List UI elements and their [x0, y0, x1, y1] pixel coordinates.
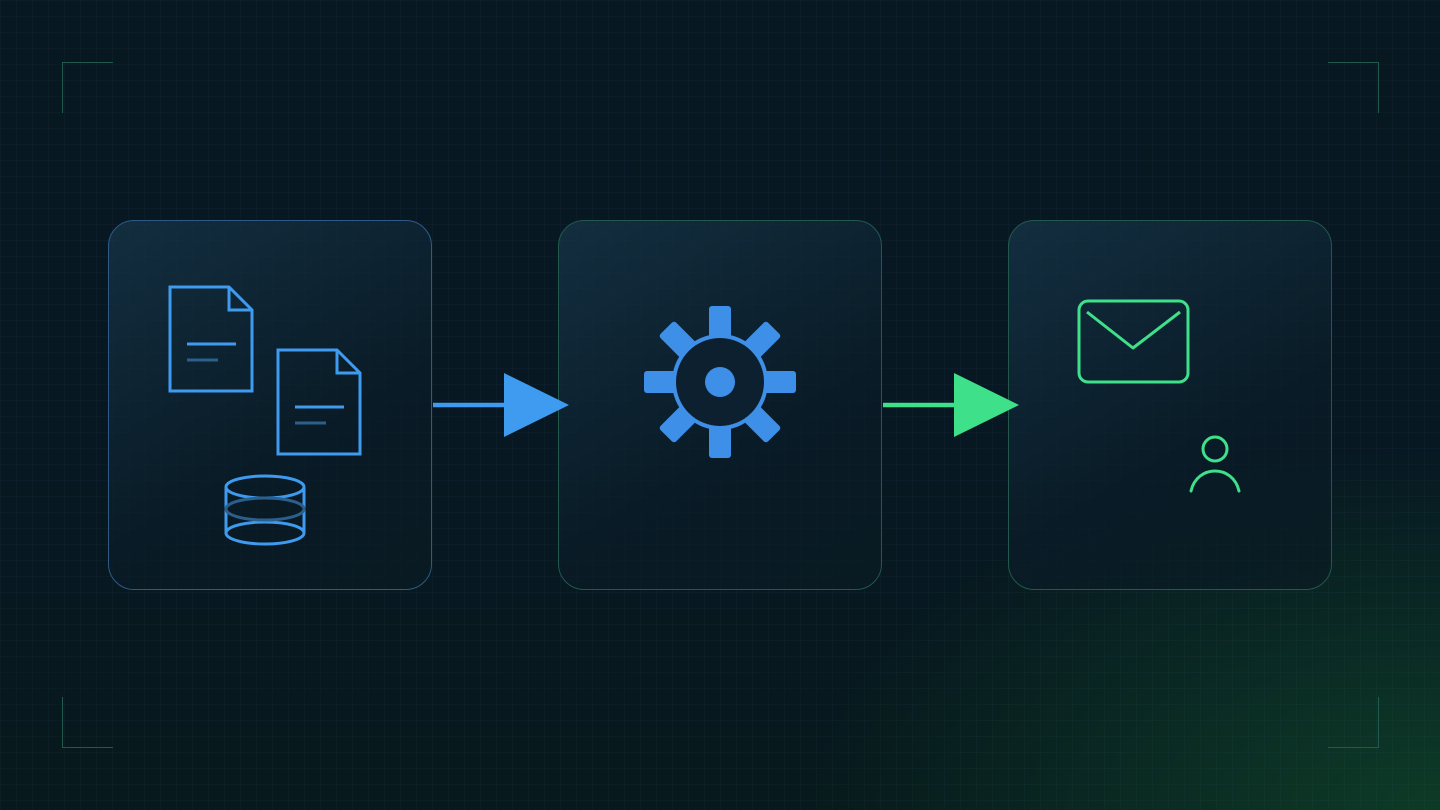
database-icon [224, 474, 306, 546]
corner-bracket-top-left [62, 62, 113, 113]
input-stage-box [108, 220, 432, 590]
document-icon [276, 348, 362, 456]
corner-bracket-bottom-right [1328, 697, 1379, 748]
arrow-input-to-process [433, 373, 569, 437]
corner-bracket-top-right [1328, 62, 1379, 113]
output-stage-box [1008, 220, 1332, 590]
arrow-process-to-output [883, 373, 1019, 437]
gear-icon [644, 306, 796, 458]
mail-icon [1077, 299, 1190, 384]
corner-bracket-bottom-left [62, 697, 113, 748]
document-icon [168, 285, 254, 393]
user-icon [1189, 435, 1241, 493]
